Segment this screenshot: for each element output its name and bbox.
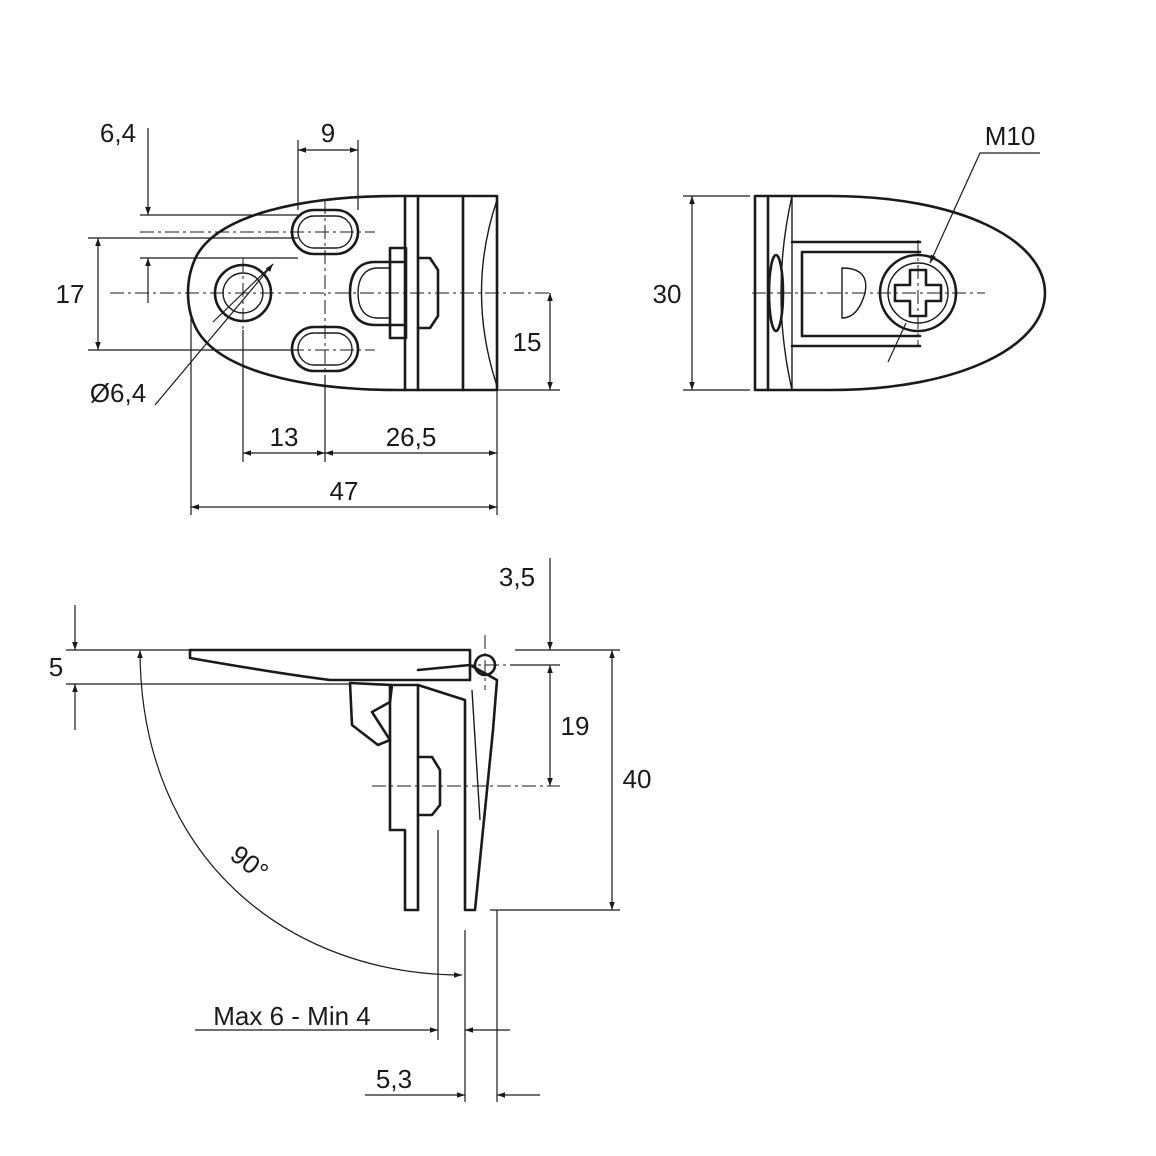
top-centerlines (110, 200, 552, 380)
dim-angle-label: 90° (225, 839, 274, 887)
dim-5-label: 5 (49, 652, 63, 682)
top-view-body-outline (186, 194, 499, 392)
dim-m10-leader-tail (887, 322, 907, 363)
dim-5-3-label: 5,3 (376, 1064, 412, 1094)
side-view-bracket (416, 663, 499, 912)
dim-17-label: 17 (56, 279, 85, 309)
side-view-bracket-inner (471, 689, 481, 821)
dim-3-5-ext (510, 649, 620, 666)
end-view-channel (790, 240, 922, 348)
dim-5-ext (66, 649, 350, 685)
dim-max-min-label: Max 6 - Min 4 (213, 1001, 371, 1031)
end-view-centerline (752, 240, 985, 346)
dim-30-label: 30 (653, 279, 682, 309)
dim-47-label: 47 (330, 476, 359, 506)
dim-angle-arc (137, 649, 463, 978)
dim-max-min-ext (437, 830, 498, 1102)
dim-17-ext (88, 237, 298, 351)
top-latch (348, 260, 407, 327)
dim-9-label: 9 (321, 118, 335, 148)
dim-bottom-ext (190, 315, 498, 515)
dim-diam-label: Ø6,4 (90, 378, 146, 408)
side-view-plate (388, 683, 420, 912)
side-view-hook (348, 681, 394, 747)
dim-13-label: 13 (270, 422, 299, 452)
dim-40-label: 40 (623, 764, 652, 794)
dim-15-label: 15 (513, 327, 542, 357)
top-view-plate-curve (480, 199, 498, 387)
side-view-shelf (188, 648, 472, 682)
dim-m10-label: M10 (985, 121, 1036, 151)
dim-m10-leader (929, 152, 1040, 264)
top-view: 6,4 9 17 15 Ø6,4 13 26,5 47 (56, 118, 560, 515)
dim-diam-leader (154, 263, 274, 406)
dim-26-5-label: 26,5 (386, 422, 437, 452)
end-view: M10 30 (653, 121, 1047, 392)
dim-30-ext (683, 195, 750, 391)
side-view: 5 3,5 19 40 90° Max 6 - Min 4 5,3 (49, 558, 652, 1102)
end-view-body-outline (753, 194, 1047, 392)
dim-diam-leader-far (212, 263, 274, 323)
phillips-cross-icon (893, 268, 943, 318)
side-view-pivot-center (460, 635, 510, 690)
dim-6-4-lines (140, 214, 298, 259)
dim-6-4-label: 6,4 (100, 118, 136, 148)
dim-19-label: 19 (561, 711, 590, 741)
dim-3-5-label: 3,5 (499, 562, 535, 592)
top-latch-inner (357, 267, 390, 319)
